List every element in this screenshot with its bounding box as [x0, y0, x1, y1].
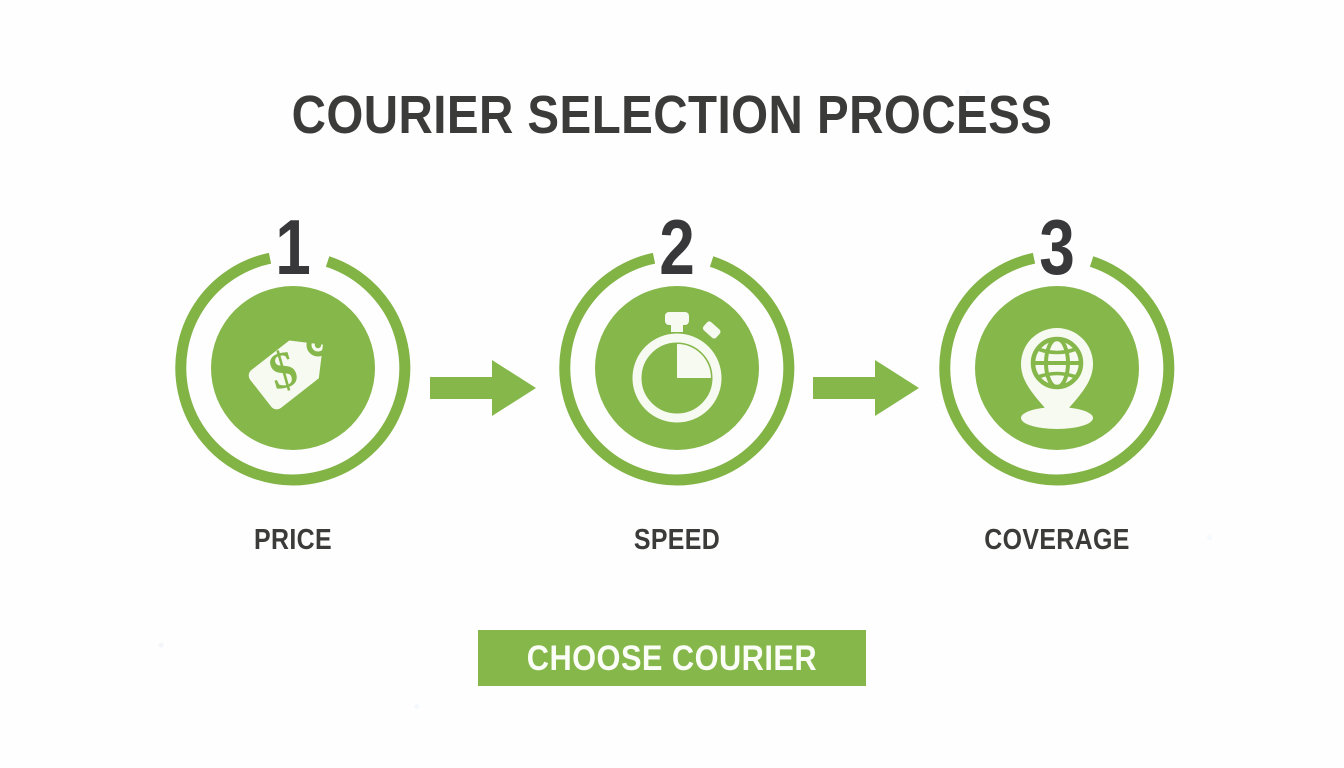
step-2-ring: [559, 250, 795, 486]
price-tag-dollar-icon: [248, 340, 323, 410]
connector-arrow-1: [430, 358, 536, 418]
step-number-2: 2: [659, 203, 695, 291]
step-label-speed: SPEED: [633, 524, 721, 556]
connector-arrow-2: [813, 358, 919, 418]
choose-courier-button[interactable]: CHOOSE COURIER: [478, 630, 866, 686]
globe-map-pin-icon: [1021, 328, 1093, 429]
step-3-ring: [939, 250, 1175, 486]
step-speed[interactable]: 2: [527, 208, 827, 572]
step-1-ring: $: [175, 250, 411, 486]
choose-courier-button-label: CHOOSE COURIER: [526, 638, 818, 678]
price-tag-hole-icon: [306, 333, 330, 357]
step-coverage[interactable]: 3: [907, 208, 1207, 572]
step-number-1: 1: [275, 203, 311, 291]
arrow-right-icon: [813, 360, 919, 416]
stopwatch-icon: [632, 312, 722, 423]
steps-row: 1 $: [0, 208, 1344, 572]
step-label-coverage: COVERAGE: [984, 524, 1130, 556]
arrow-right-icon: [430, 360, 536, 416]
step-label-price: PRICE: [254, 524, 332, 556]
step-price[interactable]: 1 $: [143, 208, 443, 572]
page-title: COURIER SELECTION PROCESS: [291, 85, 1053, 145]
step-number-3: 3: [1039, 203, 1075, 291]
